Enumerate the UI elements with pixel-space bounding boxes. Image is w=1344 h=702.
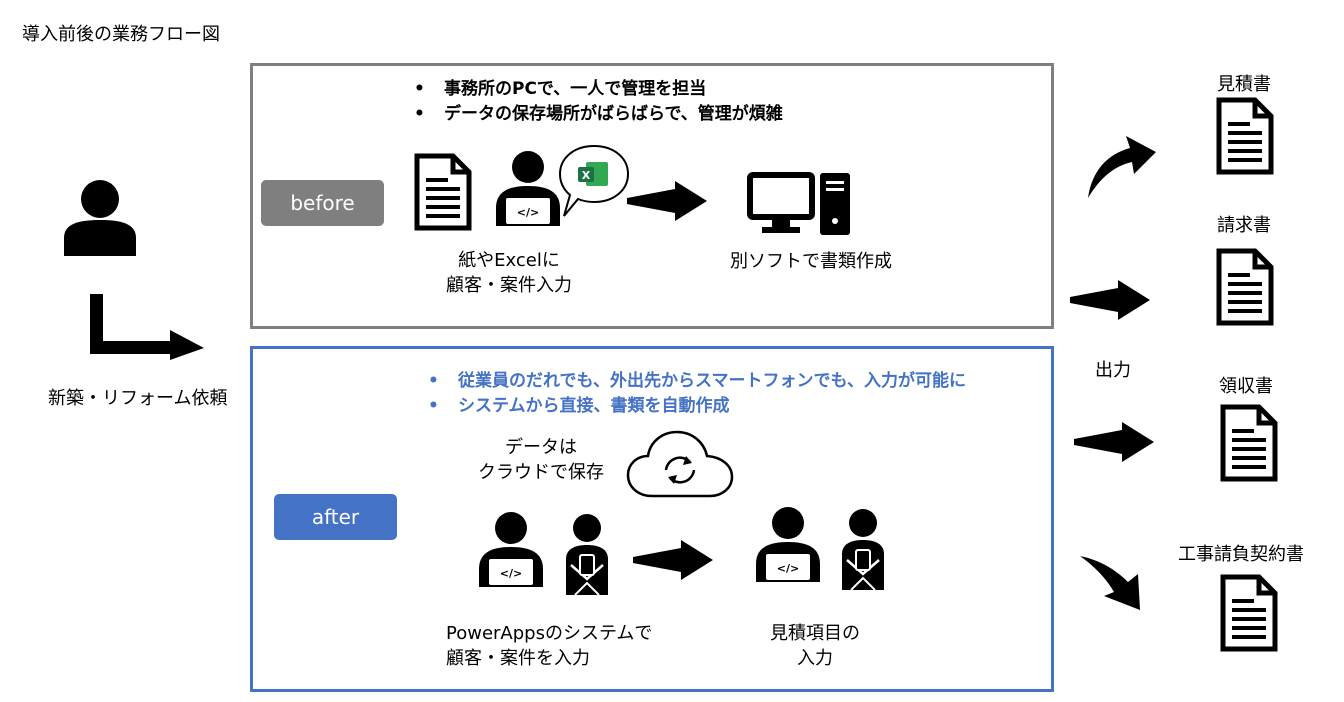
after-bullet-list: 従業員のだれでも、外出先からスマートフォンでも、入力が可能に システムから直接、…: [424, 369, 966, 419]
client-person-icon: [64, 180, 136, 256]
before-tag: before: [261, 180, 384, 226]
invoice-document-icon: [1214, 247, 1276, 327]
pc-worker-icon: [490, 150, 566, 226]
paper-document-icon: [412, 152, 474, 232]
after-bullet: システムから直接、書類を自動作成: [424, 394, 966, 419]
excel-letter: X: [582, 169, 591, 182]
document-title-estimate: 見積書: [1217, 74, 1271, 95]
before-bullet: 事務所のPCで、一人で管理を担当: [410, 77, 783, 102]
after-input-label: PowerAppsのシステムで 顧客・案件を入力: [446, 623, 653, 669]
before-bullet-list: 事務所のPCで、一人で管理を担当 データの保存場所がばらばらで、管理が煩雑: [410, 77, 783, 127]
document-title-contract: 工事請負契約書: [1178, 544, 1304, 565]
smartphone-person-icon: [562, 513, 612, 595]
flow-elbow-arrow-icon: [90, 294, 204, 360]
desktop-computer-icon: [747, 172, 850, 235]
contract-document-icon: [1218, 573, 1280, 653]
pc-worker-icon: [473, 511, 549, 587]
before-flow-arrow-icon: [627, 181, 707, 221]
output-label: 出力: [1095, 360, 1131, 381]
cloud-sync-icon: [626, 430, 734, 498]
after-tag: after: [274, 494, 397, 540]
pc-worker-icon: [750, 506, 826, 582]
document-title-receipt: 領収書: [1219, 376, 1273, 397]
client-request-label: 新築・リフォーム依頼: [48, 388, 228, 409]
receipt-document-icon: [1218, 403, 1280, 483]
cloud-storage-label: データは クラウドで保存: [478, 437, 604, 483]
before-input-label: 紙やExcelに 顧客・案件入力: [446, 250, 572, 296]
before-bullet: データの保存場所がばらばらで、管理が煩雑: [410, 102, 783, 127]
output-arrow-icon: [1070, 280, 1150, 320]
curved-arrow-up-icon: [1088, 136, 1156, 198]
output-arrow-icon: [1074, 422, 1154, 462]
before-output-label: 別ソフトで書類作成: [730, 251, 892, 272]
after-bullet: 従業員のだれでも、外出先からスマートフォンでも、入力が可能に: [424, 369, 966, 394]
after-flow-arrow-icon: [633, 540, 713, 580]
excel-speech-bubble-icon: X: [558, 144, 630, 217]
after-output-label: 見積項目の 入力: [770, 623, 860, 669]
curved-arrow-down-icon: [1080, 556, 1140, 610]
estimate-document-icon: [1214, 96, 1276, 176]
document-title-invoice: 請求書: [1217, 215, 1271, 236]
page-title: 導入前後の業務フロー図: [22, 24, 220, 45]
smartphone-person-icon: [838, 508, 888, 590]
